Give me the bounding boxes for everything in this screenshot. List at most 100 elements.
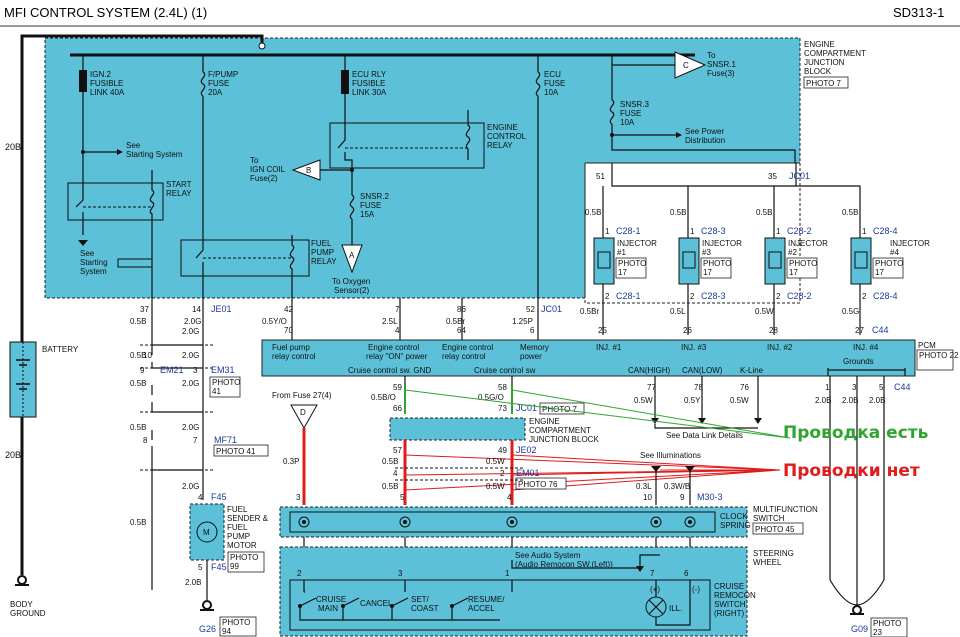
- conn-c28-2a: C28-2: [787, 226, 812, 236]
- to-o2-label-2: Sensor(2): [334, 286, 369, 295]
- see-power-label: See Power: [685, 127, 724, 136]
- steering-label-2: WHEEL: [753, 558, 782, 567]
- to-snsr1-label-3: Fuse(3): [707, 69, 735, 78]
- photo-41b: PHOTO 41: [216, 447, 256, 456]
- pcm-inj4: INJ. #4: [853, 343, 879, 352]
- pin-4b: 4: [198, 493, 203, 502]
- wire-03l: 0.3L: [636, 482, 652, 491]
- conn-c28-3b: C28-3: [701, 291, 726, 301]
- pin-7b: 7: [193, 436, 198, 445]
- snsr3-label: SNSR.3: [620, 100, 649, 109]
- wire-inj1-a: 0.5B: [585, 208, 601, 217]
- inj4-label: INJECTOR: [890, 239, 930, 248]
- ecjb-label-2: COMPARTMENT: [804, 49, 866, 58]
- wire-inj1-b: 0.5Br: [580, 307, 599, 316]
- inj4-pin-top: 1: [862, 227, 867, 236]
- wire-03wb: 0.3W/B: [664, 482, 690, 491]
- wire-20g-5: 2.0G: [182, 423, 199, 432]
- see-start-label: See: [126, 141, 141, 150]
- inj1-label-2: #1: [617, 248, 626, 257]
- pin-52: 52: [526, 305, 535, 314]
- photo-94: PHOTO: [222, 618, 250, 627]
- ecurly-label-2: FUSIBLE: [352, 79, 385, 88]
- pcm-grounds: Grounds: [843, 357, 874, 366]
- ground-g09: [850, 605, 864, 615]
- remocon-label-3: SWITCH: [714, 600, 746, 609]
- ecr-label-2: CONTROL: [487, 132, 527, 141]
- photo-94-num: 94: [222, 627, 231, 636]
- motor-icon: M: [203, 528, 210, 537]
- pcm-inj2: INJ. #2: [767, 343, 793, 352]
- fuel-sender-label-5: MOTOR: [227, 541, 257, 550]
- wire-20g-3: 2.0G: [182, 351, 199, 360]
- start-relay-label: START: [166, 180, 192, 189]
- fpr-label-3: RELAY: [311, 257, 337, 266]
- ecu-fuse-label-2: FUSE: [544, 79, 565, 88]
- battery-label: BATTERY: [42, 345, 79, 354]
- photo-76: PHOTO 76: [518, 480, 558, 489]
- inj2-pin-bot: 2: [776, 292, 781, 301]
- pcm-module: [261, 339, 916, 377]
- conn-c28-4a: C28-4: [873, 226, 898, 236]
- pcm-fuel-pump: Fuel pump: [272, 343, 310, 352]
- diagram-code: SD313-1: [893, 5, 944, 20]
- pcm-can-low: CAN(LOW): [682, 366, 723, 375]
- conn-c44: C44: [872, 325, 889, 335]
- pin-25: 25: [598, 326, 607, 335]
- to-o2-label: To Oxygen: [332, 277, 370, 286]
- pin-3d: 3: [398, 569, 403, 578]
- pcm-can-high: CAN(HIGH): [628, 366, 671, 375]
- conn-c28-4b: C28-4: [873, 291, 898, 301]
- engine-compartment-junction-block-2: [389, 417, 526, 441]
- inj3-label: INJECTOR: [702, 239, 742, 248]
- pin-9b: 9: [680, 493, 685, 502]
- pcm-kline: K-Line: [740, 366, 764, 375]
- wire-03p: 0.3P: [283, 457, 299, 466]
- conn-je01: JE01: [211, 304, 232, 314]
- inj1-photo-num: 17: [618, 268, 627, 277]
- pin-7a: 7: [395, 305, 400, 314]
- wire-20b-g1: 2.0B: [815, 396, 831, 405]
- inj3-pin-bot: 2: [690, 292, 695, 301]
- body-ground-icon: [15, 575, 29, 586]
- cancel-button: CANCEL: [360, 599, 393, 608]
- start-relay-label-2: RELAY: [166, 189, 192, 198]
- fuel-sender-photo-num: 99: [230, 562, 239, 571]
- cruise-main-label: MAIN: [318, 604, 338, 613]
- injector-1: [593, 186, 615, 335]
- pcm-fuel-pump-2: relay control: [272, 352, 316, 361]
- pin-5e: 5: [879, 383, 884, 392]
- pin-26: 26: [683, 326, 692, 335]
- conn-c28-3a: C28-3: [701, 226, 726, 236]
- ref-d: D: [300, 408, 306, 417]
- pin-58: 58: [498, 383, 507, 392]
- inj4-photo-num: 17: [875, 268, 884, 277]
- to-snsr1-label: To: [707, 51, 716, 60]
- pcm-cruise-gnd: Cruise control sw. GND: [348, 366, 431, 375]
- injector-4: [850, 230, 872, 335]
- conn-em01: EM01: [516, 468, 540, 478]
- wire-05w-2: 0.5W: [486, 482, 505, 491]
- pin-14: 14: [192, 305, 201, 314]
- ecjb2-label-3: JUNCTION BLOCK: [529, 435, 599, 444]
- wire-05b-l4: 0.5B: [130, 423, 146, 432]
- conn-jc01-c: JC01: [516, 403, 537, 413]
- pcm-memory-2: power: [520, 352, 542, 361]
- conn-c28-1a: C28-1: [616, 226, 641, 236]
- pin-6: 6: [530, 326, 535, 335]
- see-start-b: See: [80, 249, 95, 258]
- inj3-pin-top: 1: [690, 227, 695, 236]
- wire-inj4-a: 0.5B: [842, 208, 858, 217]
- remocon-label-4: (RIGHT): [714, 609, 745, 618]
- resume-accel-label: ACCEL: [468, 604, 495, 613]
- fpr-label: FUEL: [311, 239, 332, 248]
- wire-05b-l1: 0.5B: [130, 317, 146, 326]
- inj2-label-2: #2: [788, 248, 797, 257]
- pin-10b: 10: [643, 493, 652, 502]
- pin-5c: 5: [400, 493, 405, 502]
- fpump-label: F/PUMP: [208, 70, 238, 79]
- wire-20b-g3: 2.0B: [869, 396, 885, 405]
- pcm-ecr-ctrl-2: relay control: [442, 352, 486, 361]
- pcm-inj1: INJ. #1: [596, 343, 622, 352]
- pin-49: 49: [498, 446, 507, 455]
